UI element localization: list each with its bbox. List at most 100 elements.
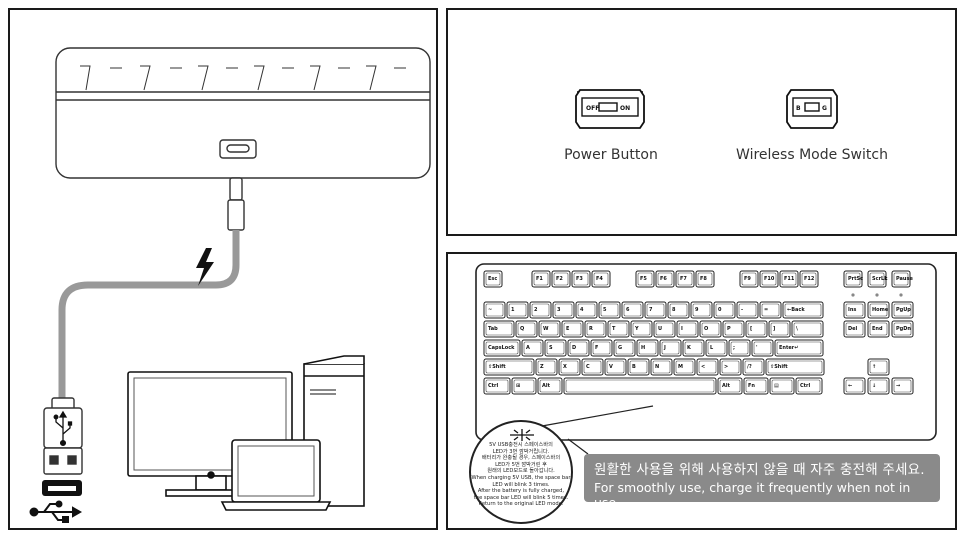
key-top-0: [483, 320, 515, 338]
key-nav-top-2-cap: [893, 303, 912, 317]
key-top-11-cap: [747, 322, 766, 336]
key-num-8: [667, 301, 690, 319]
key-sp-5-cap: [745, 379, 767, 393]
key-num-10-cap: [715, 303, 734, 317]
key-5-label: F5: [640, 276, 647, 282]
charging-led-callout: 5V USB충전시 스페이스바의 LED가 3번 깜박거립니다. 배터리가 완충…: [469, 420, 573, 524]
key-0-label: Esc: [488, 276, 497, 282]
key-nav-bot-1-cap: [869, 322, 888, 336]
key-11-cap: [781, 272, 797, 286]
key-bot-3-cap: [583, 360, 602, 374]
key-top-9-label: O: [704, 326, 708, 332]
key-arrow-right-label: →: [896, 383, 900, 389]
key-top-11: [745, 320, 768, 338]
key-home-11-label: ': [756, 345, 758, 351]
key-12: [799, 270, 819, 288]
key-num-1-label: 1: [511, 307, 515, 313]
key-home-0: [483, 339, 521, 357]
key-sp-5: [743, 377, 769, 395]
key-8-cap: [697, 272, 713, 286]
key-num-9-cap: [692, 303, 711, 317]
key-0: [483, 270, 503, 288]
indicator-led-0: [851, 293, 855, 297]
key-home-1-cap: [523, 341, 542, 355]
key-num-6-cap: [623, 303, 642, 317]
key-home-2-label: S: [549, 345, 553, 351]
key-top-7: [653, 320, 676, 338]
key-13-label: PrtSc: [848, 276, 863, 282]
key-sp-4-cap: [719, 379, 741, 393]
key-home-8-label: K: [687, 345, 692, 351]
key-home-7-label: J: [663, 345, 666, 351]
key-bot-7: [673, 358, 696, 376]
key-nav-top-1: [867, 301, 890, 319]
callout-en-line: After the battery is fully charged,: [477, 488, 565, 495]
key-sp-4-label: Alt: [722, 383, 731, 389]
key-1-cap: [533, 272, 549, 286]
charging-bolt-icon: [196, 248, 214, 286]
key-num-5-label: 5: [603, 307, 607, 313]
key-bot-5-cap: [629, 360, 648, 374]
key-num-11: [736, 301, 759, 319]
key-arrow-left: [843, 377, 866, 395]
key-sp-3-cap: [565, 379, 715, 393]
key-home-4-label: F: [595, 345, 598, 351]
key-top-8-cap: [678, 322, 697, 336]
key-7: [675, 270, 695, 288]
key-num-7-label: 7: [649, 307, 653, 313]
key-arrow-up-cap: [869, 360, 888, 374]
key-arrow-right-cap: [893, 379, 912, 393]
key-home-3: [567, 339, 590, 357]
key-home-9-cap: [707, 341, 726, 355]
key-bot-6-label: N: [655, 364, 659, 370]
key-6-cap: [657, 272, 673, 286]
key-bot-3: [581, 358, 604, 376]
key-1-label: F1: [536, 276, 543, 282]
key-3: [571, 270, 591, 288]
key-sp-6-label: ▤: [774, 383, 779, 389]
key-bot-0: [483, 358, 535, 376]
key-top-12-label: ]: [773, 326, 775, 332]
callout-en-line: When charging 5V USB, the space bar: [471, 474, 571, 481]
key-bot-1: [535, 358, 558, 376]
key-num-5: [598, 301, 621, 319]
key-bot-8-label: <: [701, 364, 705, 370]
key-13: [843, 270, 863, 288]
key-bot-10: [742, 358, 765, 376]
key-num-12-label: =: [764, 307, 768, 313]
key-bot-3-label: C: [586, 364, 590, 370]
key-home-12: [774, 339, 824, 357]
power-off-label: OFF: [586, 105, 599, 112]
key-15-label: Pause: [896, 276, 913, 282]
key-10: [759, 270, 779, 288]
key-home-10: [728, 339, 751, 357]
key-bot-6-cap: [652, 360, 671, 374]
key-nav-bot-2-cap: [893, 322, 912, 336]
key-num-10: [713, 301, 736, 319]
key-bot-2: [558, 358, 581, 376]
charging-diagram-panel: [8, 8, 438, 530]
key-sp-6: [769, 377, 795, 395]
key-bot-10-cap: [744, 360, 763, 374]
laptop-illustration: [220, 439, 332, 511]
key-num-2-label: 2: [534, 307, 538, 313]
key-num-4: [575, 301, 598, 319]
key-12-cap: [801, 272, 817, 286]
key-top-12-cap: [770, 322, 789, 336]
power-on-label: ON: [620, 105, 630, 112]
key-top-0-label: Tab: [488, 326, 498, 332]
key-top-5-cap: [609, 322, 628, 336]
callout-ko-line: 배터리가 완충될 경우, 스페이스바의: [481, 455, 561, 462]
key-home-0-label: CapsLock: [488, 345, 515, 351]
key-top-13: [791, 320, 824, 338]
key-nav-bot-2-label: PgDn: [896, 326, 911, 332]
switch-drawings: OFF ON B G: [575, 89, 838, 129]
key-top-9: [699, 320, 722, 338]
key-top-3-cap: [563, 322, 582, 336]
key-14: [867, 270, 887, 288]
key-sp-0-label: Ctrl: [488, 383, 499, 389]
key-6-label: F6: [660, 276, 667, 282]
key-num-1: [506, 301, 529, 319]
charging-note: 원활한 사용을 위해 사용하지 않을 때 자주 충전해 주세요. For smo…: [584, 454, 940, 510]
